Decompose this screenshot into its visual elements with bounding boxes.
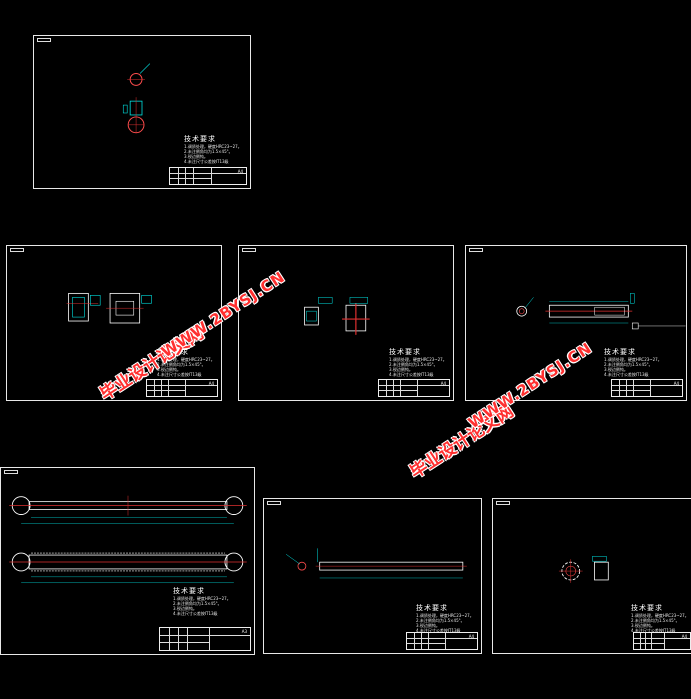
title-block-size: A4 (440, 381, 446, 386)
part-drawing-3 (304, 297, 370, 335)
note-line: 1.调质处理，硬度HRC23~27。 (631, 613, 689, 618)
drawing-sheet-7: 技术要求 1.调质处理，硬度HRC23~27。 2.未注倒角均为1.5×45°。… (492, 498, 691, 654)
note-line: 3.锐边倒钝。 (173, 606, 197, 611)
sheet-corner-tag (4, 470, 18, 474)
note-line: 4.未注尺寸公差按IT13级 (173, 611, 218, 616)
note-line: 4.未注尺寸公差按IT13级 (604, 372, 649, 377)
note-title: 技术要求 (389, 348, 421, 356)
note-line: 1.调质处理，硬度HRC23~27。 (389, 357, 447, 362)
technical-requirements: 技术要求 1.调质处理，硬度HRC23~27。 2.未注倒角均为1.5×45°。… (416, 605, 474, 634)
part-drawing-4 (516, 293, 686, 330)
note-line: 4.未注尺寸公差按IT13级 (389, 372, 434, 377)
title-block-size: A4 (237, 169, 243, 174)
title-block: A4 (378, 379, 450, 397)
note-line: 2.未注倒角均为1.5×45°。 (604, 362, 653, 367)
part-drawing-6 (285, 548, 467, 579)
note-line: 3.锐边倒钝。 (416, 623, 440, 628)
note-line: 4.未注尺寸公差按IT13级 (416, 628, 461, 633)
technical-requirements: 技术要求 1.调质处理，硬度HRC23~27。 2.未注倒角均为1.5×45°。… (173, 588, 231, 617)
title-block: A4 (611, 379, 683, 397)
note-line: 3.锐边倒钝。 (389, 367, 413, 372)
part-drawing-5 (9, 495, 247, 583)
part-drawing-1 (122, 63, 151, 134)
drawing-sheet-1: 技术要求 1.调质处理，硬度HRC23~27。 2.未注倒角均为1.5×45°。… (33, 35, 251, 189)
sheet-corner-tag (10, 248, 24, 252)
note-line: 1.调质处理，硬度HRC23~27。 (157, 357, 215, 362)
sheet-corner-tag (469, 248, 483, 252)
note-title: 技术要求 (184, 135, 216, 143)
sheet-corner-tag (242, 248, 256, 252)
note-line: 3.锐边倒钝。 (184, 154, 208, 159)
note-line: 1.调质处理，硬度HRC23~27。 (173, 596, 231, 601)
note-line: 3.锐边倒钝。 (631, 623, 655, 628)
drawing-sheet-4: 技术要求 1.调质处理，硬度HRC23~27。 2.未注倒角均为1.5×45°。… (465, 245, 687, 401)
technical-requirements: 技术要求 1.调质处理，硬度HRC23~27。 2.未注倒角均为1.5×45°。… (631, 605, 689, 634)
title-block-size: A4 (208, 381, 214, 386)
note-title: 技术要求 (173, 587, 205, 595)
title-block: A4 (406, 632, 478, 650)
title-block-size: A4 (468, 634, 474, 639)
note-title: 技术要求 (157, 348, 189, 356)
title-block: A4 (146, 379, 218, 397)
title-block-size: A3 (241, 629, 247, 634)
drawing-sheet-5: 技术要求 1.调质处理，硬度HRC23~27。 2.未注倒角均为1.5×45°。… (0, 467, 255, 655)
technical-requirements: 技术要求 1.调质处理，硬度HRC23~27。 2.未注倒角均为1.5×45°。… (604, 349, 662, 378)
note-line: 4.未注尺寸公差按IT13级 (631, 628, 676, 633)
sheet-corner-tag (37, 38, 51, 42)
note-line: 2.未注倒角均为1.5×45°。 (184, 149, 233, 154)
note-line: 1.调质处理，硬度HRC23~27。 (604, 357, 662, 362)
note-line: 1.调质处理，硬度HRC23~27。 (416, 613, 474, 618)
technical-requirements: 技术要求 1.调质处理，硬度HRC23~27。 2.未注倒角均为1.5×45°。… (184, 136, 242, 165)
drawing-sheet-2: 技术要求 1.调质处理，硬度HRC23~27。 2.未注倒角均为1.5×45°。… (6, 245, 222, 401)
note-line: 3.锐边倒钝。 (157, 367, 181, 372)
note-line: 4.未注尺寸公差按IT13级 (184, 159, 229, 164)
note-line: 2.未注倒角均为1.5×45°。 (631, 618, 680, 623)
note-line: 2.未注倒角均为1.5×45°。 (389, 362, 438, 367)
note-line: 2.未注倒角均为1.5×45°。 (416, 618, 465, 623)
sheet-corner-tag (267, 501, 281, 505)
title-block: A4 (633, 632, 691, 650)
drawing-sheet-3: 技术要求 1.调质处理，硬度HRC23~27。 2.未注倒角均为1.5×45°。… (238, 245, 454, 401)
note-line: 2.未注倒角均为1.5×45°。 (157, 362, 206, 367)
title-block-size: A4 (681, 634, 687, 639)
note-title: 技术要求 (416, 604, 448, 612)
note-title: 技术要求 (631, 604, 663, 612)
note-line: 1.调质处理，硬度HRC23~27。 (184, 144, 242, 149)
technical-requirements: 技术要求 1.调质处理，硬度HRC23~27。 2.未注倒角均为1.5×45°。… (389, 349, 447, 378)
title-block-size: A4 (673, 381, 679, 386)
sheet-corner-tag (496, 501, 510, 505)
note-line: 3.锐边倒钝。 (604, 367, 628, 372)
drawing-sheet-6: 技术要求 1.调质处理，硬度HRC23~27。 2.未注倒角均为1.5×45°。… (263, 498, 482, 654)
title-block: A4 (169, 167, 247, 185)
note-line: 2.未注倒角均为1.5×45°。 (173, 601, 222, 606)
title-block: A3 (159, 627, 251, 651)
note-line: 4.未注尺寸公差按IT13级 (157, 372, 202, 377)
part-drawing-7 (558, 556, 609, 583)
technical-requirements: 技术要求 1.调质处理，硬度HRC23~27。 2.未注倒角均为1.5×45°。… (157, 349, 215, 378)
part-drawing-2 (66, 292, 152, 324)
note-title: 技术要求 (604, 348, 636, 356)
